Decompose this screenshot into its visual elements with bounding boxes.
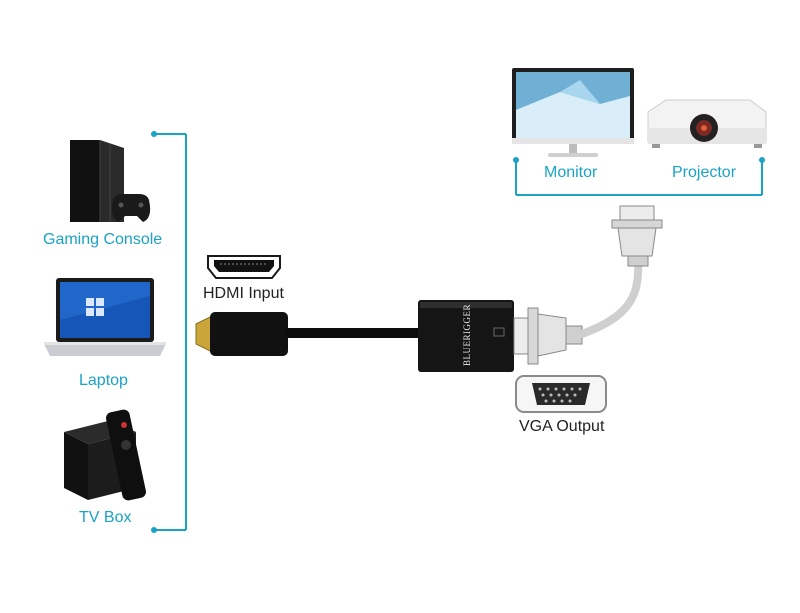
adapter-brand-label: BLUERIGGER (462, 304, 472, 366)
hdmi-cable (195, 312, 418, 356)
gaming-console-label: Gaming Console (43, 231, 163, 248)
monitor-label: Monitor (544, 164, 598, 181)
laptop-icon (44, 278, 166, 356)
source-bracket (154, 133, 187, 531)
tv-box-icon (64, 409, 146, 501)
monitor-icon (512, 68, 634, 157)
vga-plug-icon (611, 205, 663, 267)
vga-port-icon (515, 375, 607, 413)
laptop-label: Laptop (79, 372, 128, 389)
hdmi-port-icon (207, 255, 281, 279)
adapter-body (418, 300, 514, 372)
vga-output-label: VGA Output (519, 418, 605, 435)
projector-label: Projector (672, 164, 737, 181)
vga-cable (578, 258, 643, 338)
vga-connector-icon (513, 307, 583, 365)
hdmi-input-label: HDMI Input (203, 285, 284, 302)
projector-icon (647, 99, 767, 148)
game-console-icon (70, 140, 151, 222)
display-bracket (515, 160, 763, 196)
tv-box-label: TV Box (79, 509, 132, 526)
